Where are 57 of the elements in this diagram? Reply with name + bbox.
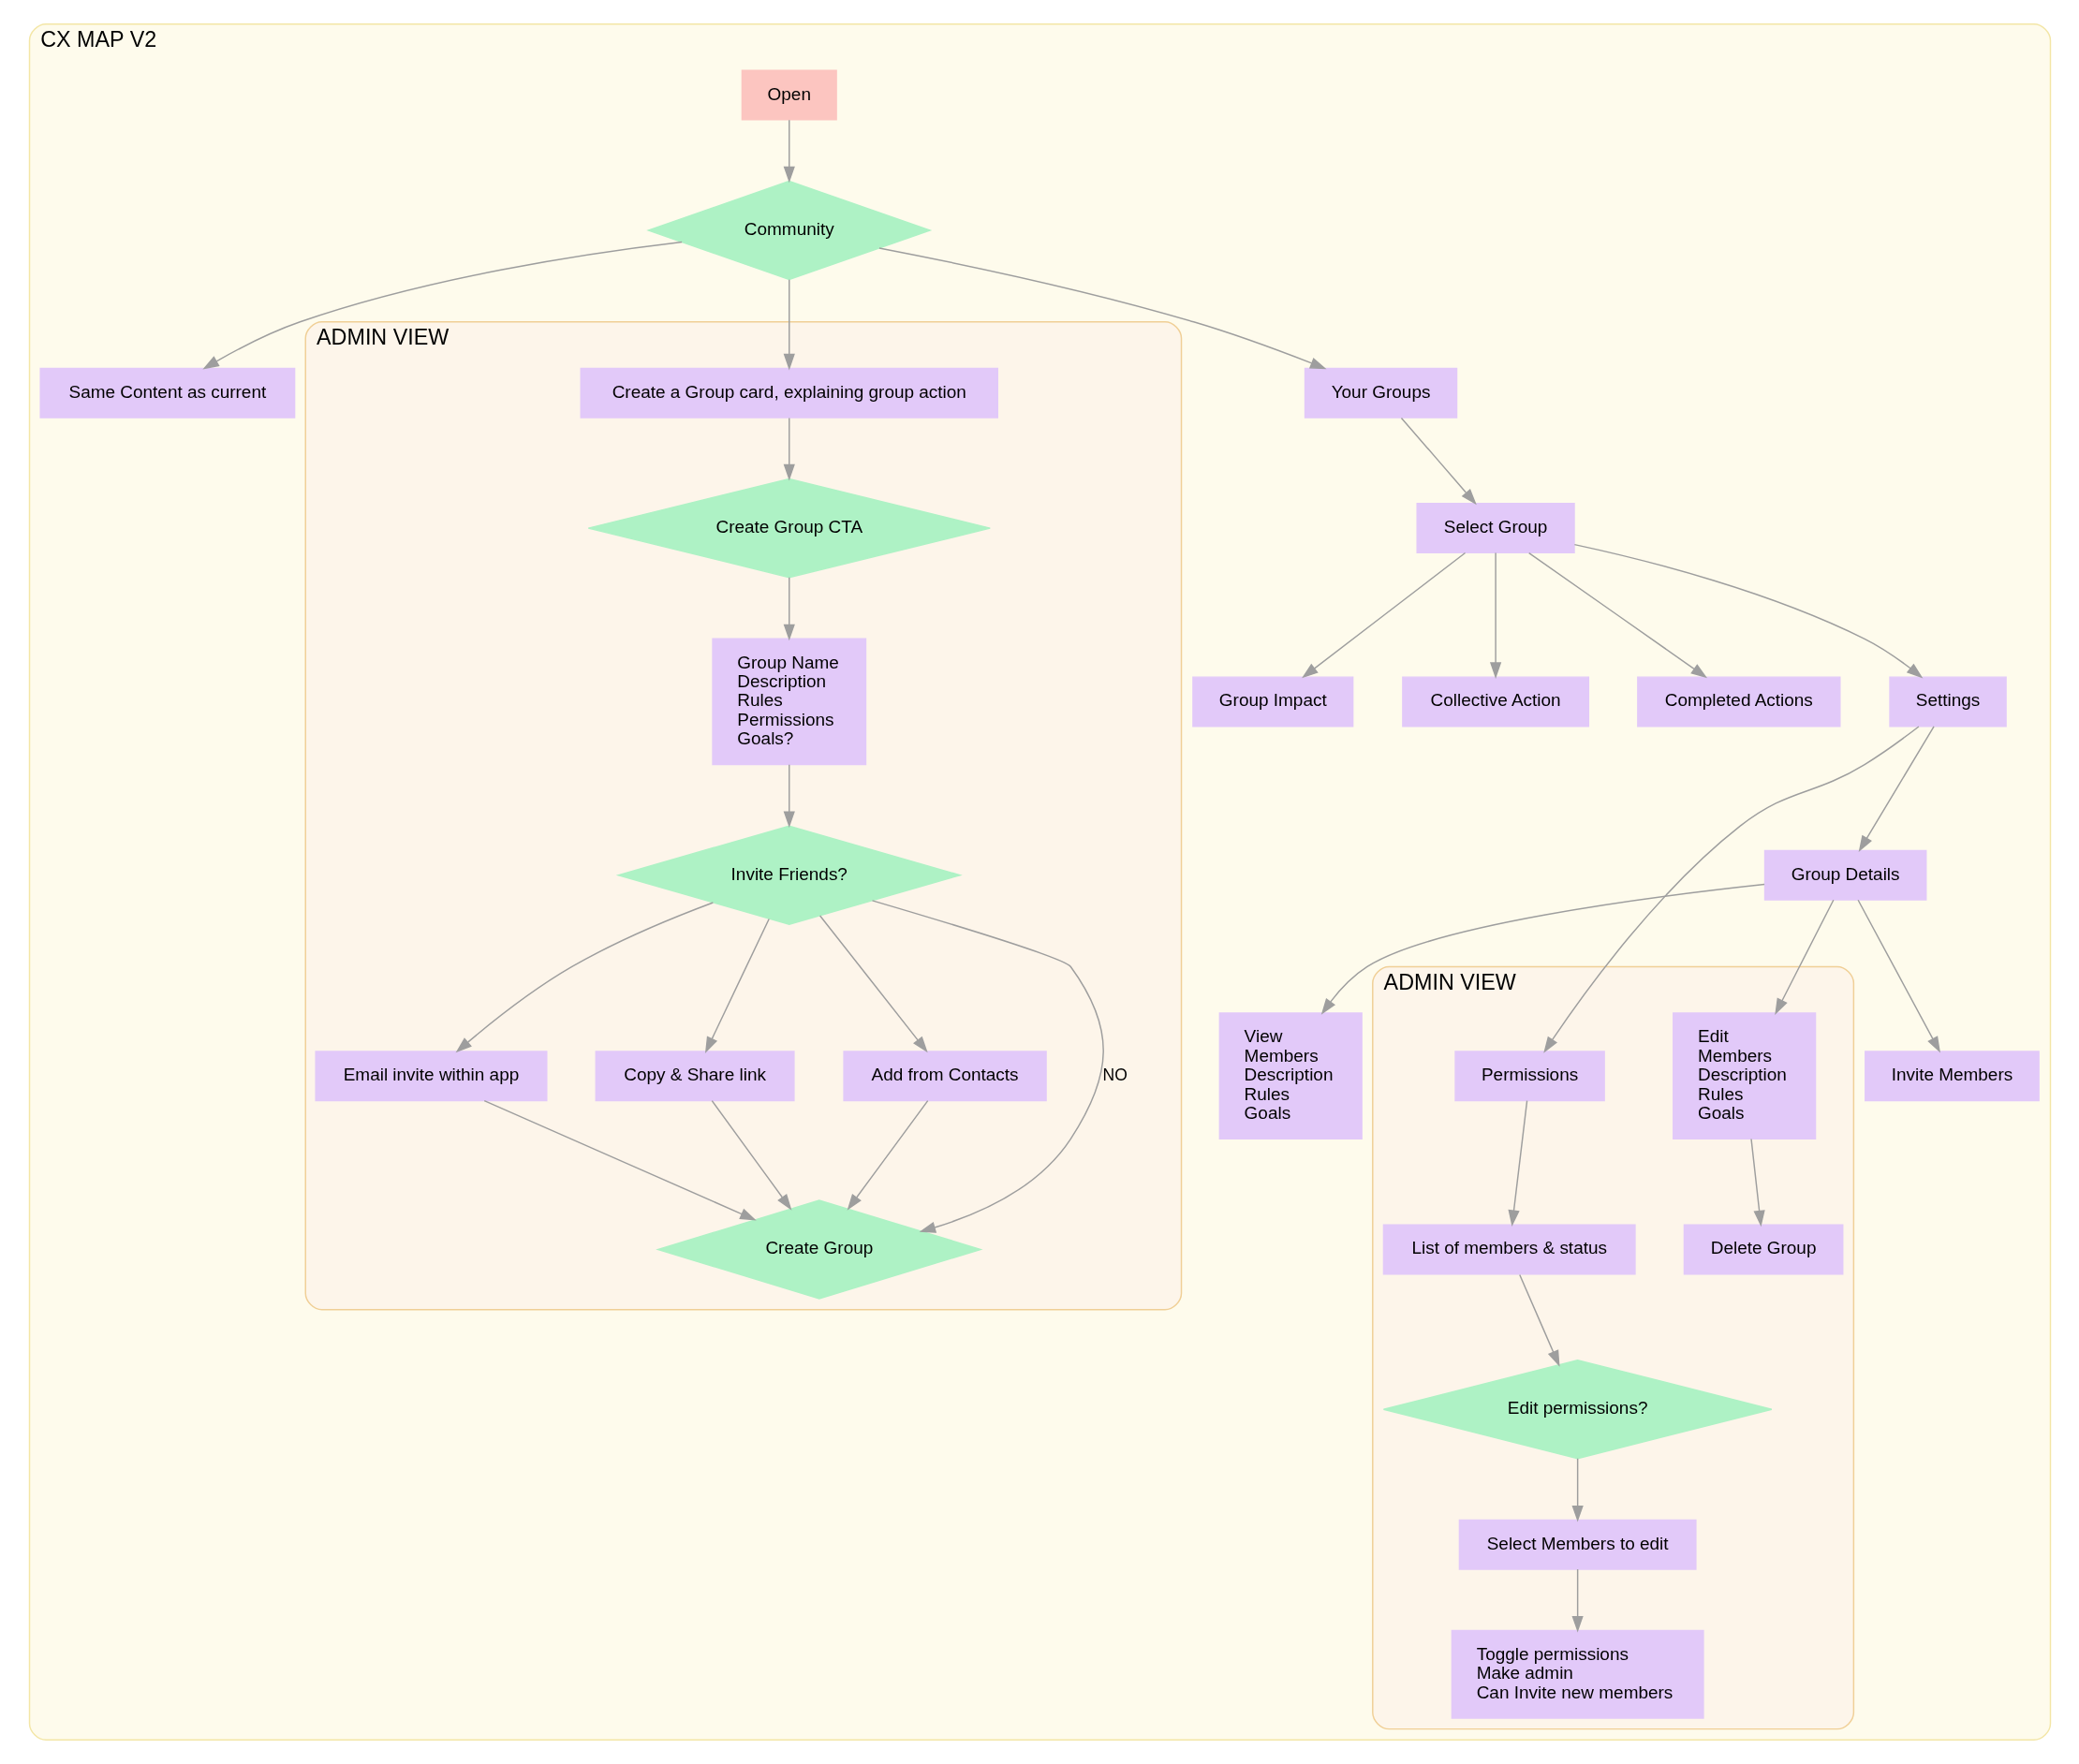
arrow (1400, 417, 1477, 506)
node-box: Select Group (1416, 503, 1575, 554)
node-box: Group Name Description Rules Permissions Goals? (711, 638, 866, 766)
arrow (783, 417, 795, 481)
node-box: Completed Actions (1636, 676, 1840, 728)
node-box: Email invite within app (314, 1051, 547, 1102)
node-box: Invite Members (1864, 1051, 2040, 1102)
node-box: Settings (1888, 676, 2007, 728)
arrow (1571, 1568, 1584, 1633)
arrow (847, 1099, 928, 1211)
arrow (1320, 883, 1765, 1015)
arrow (1542, 726, 1920, 1053)
node-diamond: Edit permissions? (1382, 1359, 1773, 1460)
node-box: Open (741, 69, 837, 121)
arrow (783, 764, 795, 828)
node-box: List of members & status (1382, 1224, 1636, 1275)
arrow (783, 577, 795, 641)
arrow (483, 1099, 757, 1221)
node-box: Permissions (1453, 1051, 1605, 1102)
node-box: Same Content as current (38, 367, 295, 419)
edge-label: NO (1102, 1065, 1128, 1084)
arrow (1527, 551, 1707, 679)
node-diamond: Community (645, 180, 932, 281)
node-box: Add from Contacts (842, 1051, 1047, 1102)
arrow (1507, 1099, 1527, 1227)
arrow (1749, 1138, 1765, 1227)
node-box: View Members Description Rules Goals (1218, 1012, 1363, 1140)
arrow (818, 915, 928, 1053)
arrow (201, 241, 683, 370)
node-box: Group Impact (1191, 676, 1353, 728)
node-diamond: Create Group (655, 1199, 983, 1300)
arrow (1518, 1273, 1559, 1367)
node-diamond: Create Group CTA (587, 478, 991, 579)
node-box: Select Members to edit (1458, 1519, 1697, 1570)
arrow (1301, 551, 1466, 679)
arrow (711, 1099, 791, 1211)
arrow (1489, 551, 1501, 679)
node-box: Group Details (1763, 849, 1926, 901)
node-box: Collective Action (1401, 676, 1589, 728)
node-box: Your Groups (1304, 367, 1457, 419)
arrow (783, 278, 795, 371)
arrow (1573, 543, 1923, 679)
arrow (783, 119, 795, 184)
node-box: Edit Members Description Rules Goals (1672, 1012, 1816, 1140)
node-box: Create a Group card, explaining group action (580, 367, 998, 419)
arrow (704, 918, 770, 1053)
arrow (1774, 899, 1835, 1015)
arrow (1856, 899, 1940, 1053)
node-box: Delete Group (1683, 1224, 1843, 1275)
arrow (871, 900, 1104, 1233)
arrow (455, 902, 714, 1053)
arrow (877, 247, 1327, 370)
node-box: Toggle permissions Make admin Can Invite new members (1451, 1629, 1704, 1719)
arrow (1858, 726, 1935, 852)
arrow (1571, 1458, 1584, 1522)
node-diamond: Invite Friends? (615, 825, 963, 925)
node-box: Copy & Share link (595, 1051, 795, 1102)
